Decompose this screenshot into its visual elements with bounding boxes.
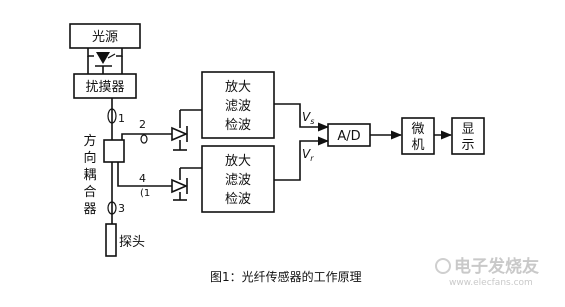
adc-label: A/D xyxy=(337,129,360,144)
coupler-label-char-5: 器 xyxy=(83,202,96,217)
amp-top-line-3: 检波 xyxy=(225,118,251,133)
watermark-url: www.elecfans.com xyxy=(449,278,533,288)
fiber-loop-1 xyxy=(107,108,117,124)
amp-top-line-2: 滤波 xyxy=(225,99,251,114)
light-source-box xyxy=(69,23,141,49)
port-4-label: 4 xyxy=(139,172,146,185)
led-symbol xyxy=(87,48,123,74)
signal-bottom-label: Vr xyxy=(302,147,314,163)
coupler-label-char-3: 耦 xyxy=(83,168,96,183)
amp-bottom-line-1: 放大 xyxy=(225,154,251,169)
light-source-label: 光源 xyxy=(92,30,118,45)
site-watermark: 电子发烧友 www.elecfans.com xyxy=(435,252,539,288)
coupler-label-char-1: 方 xyxy=(83,133,96,149)
port-2-label: 2 xyxy=(139,118,146,131)
figure-caption: 图1：光纤传感器的工作原理 xyxy=(210,270,362,284)
amp-bottom-line-2: 滤波 xyxy=(225,173,251,188)
fiber-branch-2 xyxy=(121,133,172,140)
scrambler-label: 扰摸器 xyxy=(85,80,124,95)
scrambler-box xyxy=(73,73,137,99)
bottom-photodiode xyxy=(171,167,202,201)
coupler-body xyxy=(103,139,125,163)
fiber-loop-2 xyxy=(140,134,148,144)
probe-label: 探头 xyxy=(119,235,145,250)
fiber-branch-4 xyxy=(117,162,172,187)
coupler-label-char-4: 合 xyxy=(83,185,96,200)
port-4-mark: (1 xyxy=(140,188,150,199)
amp-top-box xyxy=(201,71,275,139)
micro-label-char-2: 机 xyxy=(411,138,424,153)
probe-rod xyxy=(105,223,117,257)
watermark-logo-icon xyxy=(435,258,451,274)
signal-top-label: Vs xyxy=(302,110,314,126)
amp-bottom-box xyxy=(201,145,275,213)
fiber-loop-3 xyxy=(107,201,117,215)
port-3-label: 3 xyxy=(118,202,125,215)
amp-bottom-line-3: 检波 xyxy=(225,192,251,207)
watermark-title: 电子发烧友 xyxy=(454,257,539,277)
port-1-label: 1 xyxy=(118,112,125,125)
signal-top-path xyxy=(274,103,330,132)
amp-top-line-1: 放大 xyxy=(225,80,251,95)
top-photodiode xyxy=(171,109,202,151)
display-box xyxy=(451,117,485,155)
micro-box xyxy=(401,117,435,155)
micro-label-char-1: 微 xyxy=(411,122,424,137)
watermark-title-row: 电子发烧友 xyxy=(435,252,539,277)
coupler-label-char-2: 向 xyxy=(83,150,96,166)
display-label-char-2: 示 xyxy=(461,138,474,153)
display-label-char-1: 显 xyxy=(461,122,474,137)
signal-bottom-path xyxy=(274,136,330,181)
